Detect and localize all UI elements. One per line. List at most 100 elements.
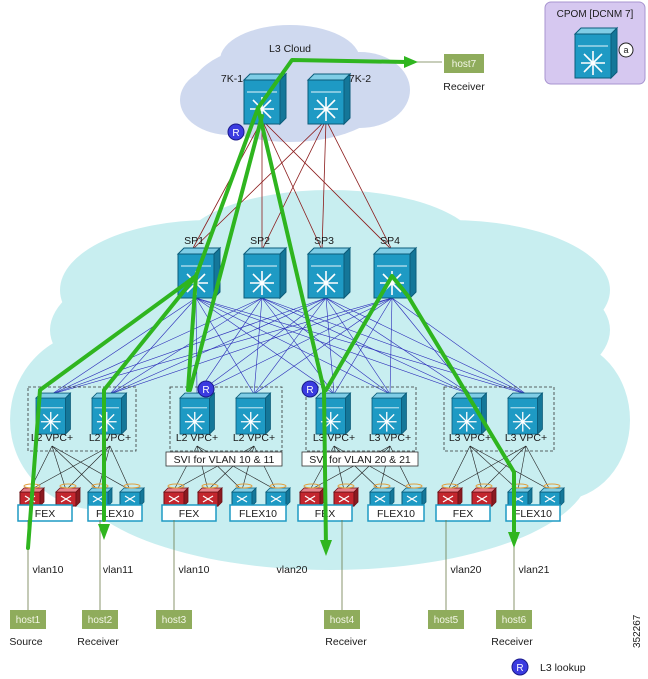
spine-label: SP1 [184,235,204,247]
flex10-module[interactable]: FLEX10 [87,504,143,522]
r-badge-icon [511,658,529,676]
leaf-fex-link [481,445,527,491]
leaf-switch-7[interactable]: L3 VPC+ [449,392,491,444]
svg-text:SVI for VLAN 20 & 21: SVI for VLAN 20 & 21 [309,454,411,466]
l3-lookup-badge-l3leaf: R [301,380,319,398]
leaf-fex-link [469,445,483,491]
svg-text:host5: host5 [434,615,459,626]
legend-label: L3 lookup [540,662,586,674]
core-switch-7k2[interactable]: 7K-2 [307,73,371,125]
leaf-label: L2 VPC+ [31,432,73,444]
vlan-label: vlan20 [277,564,308,576]
leaf-switch-2[interactable]: L2 VPC+ [89,392,131,444]
leaf-switch-icon [371,392,408,435]
host-role: Receiver [325,636,367,648]
leaf-fex-link [469,445,519,491]
fex-label: FLEX10 [514,508,552,520]
svi-box-vlan10-11: SVI for VLAN 10 & 11 [165,451,283,467]
svg-text:R: R [306,385,313,396]
leaf-switch-icon [91,392,128,435]
leaf-fex-link [51,445,67,491]
mesh-link [389,297,393,395]
vlan-label: vlan10 [33,564,64,576]
l3-cloud: L3 Cloud [180,25,410,142]
svg-text:host2: host2 [88,615,113,626]
mesh-link [195,297,255,395]
leaf-fex-link [29,445,111,491]
host-3[interactable]: host3 [156,610,192,629]
leaf-fex-link [447,445,471,491]
flex10-module[interactable]: FLEX10 [367,504,425,522]
leaf-switch-1[interactable]: L2 VPC+ [31,392,73,444]
mesh-link [109,297,197,395]
host-role: Receiver [491,636,533,648]
fex-module[interactable]: FEX [435,504,491,522]
cloud-label: L3 Cloud [269,43,311,55]
leaf-switch-8[interactable]: L3 VPC+ [505,392,547,444]
svg-text:host3: host3 [162,615,187,626]
mesh-link [253,297,263,395]
spine-switch-icon [243,247,287,299]
multicast-path [26,58,516,550]
svg-text:SVI for VLAN 10 & 11: SVI for VLAN 10 & 11 [174,454,275,466]
flex10-module[interactable]: FLEX10 [229,504,287,522]
fex-label: FLEX10 [96,508,134,520]
leaf-fex-link [51,445,99,491]
mesh-link [51,297,197,395]
leaf-switch-5[interactable]: L3 VPC+ [313,392,355,444]
l3-lookup-badge-leaf: R [197,380,215,398]
fex-module[interactable]: FEX [161,504,217,522]
mesh-link [195,297,391,395]
leaf-fex-link [517,445,527,491]
mesh-link [109,297,393,395]
spine-sp4[interactable]: SP4 [373,235,417,299]
leaf-switch-icon [315,392,352,435]
core-switch-7k1[interactable]: 7K-1 [221,73,287,125]
fex-label: FLEX10 [377,508,415,520]
leaf-label: L2 VPC+ [233,432,275,444]
spine-label: SP2 [250,235,270,247]
leaf-fex-link [525,445,551,491]
leaf-pair-boxes [27,386,555,452]
svg-text:host6: host6 [502,615,527,626]
leaf-switch-4[interactable]: L2 VPC+ [233,392,275,444]
host-role: Receiver [77,636,119,648]
leaf-label: L2 VPC+ [176,432,218,444]
leaf-label: L3 VPC+ [313,432,355,444]
cpom-badge-icon [618,42,634,58]
fex-module[interactable]: FEX [17,504,73,522]
mesh-link [51,297,263,395]
cpom-label: CPOM [DCNM 7] [557,9,634,20]
fex-label: FEX [179,508,199,520]
leaf-switch-icon [235,392,272,435]
spine-switch-icon [307,247,351,299]
cpom-switch-icon [574,27,618,79]
mesh-link [333,297,393,395]
spine-sp3[interactable]: SP3 [307,235,351,299]
spine-sp1[interactable]: SP1 [177,235,221,299]
mesh-link [195,297,198,395]
leaf-fex-link [109,445,131,491]
vlan-label: vlan10 [179,564,210,576]
spine-sp2[interactable]: SP2 [243,235,287,299]
svi-box-vlan20-21: SVI for VLAN 20 & 21 [301,451,419,467]
host-5[interactable]: host5 [428,610,464,629]
leaf-switch-6[interactable]: L3 VPC+ [369,392,411,444]
svg-text:host7: host7 [452,59,477,70]
flex10-module[interactable]: FLEX10 [505,504,561,522]
svg-text:R: R [202,385,209,396]
leaf-switch-3[interactable]: L2 VPC+ [176,392,218,444]
fex-label: FLEX10 [239,508,277,520]
mesh-link [253,297,327,395]
svg-text:R: R [232,128,239,139]
fex-label: FEX [35,508,55,520]
core-label: 7K-2 [349,73,371,85]
mesh-link [109,297,327,395]
mesh-link [261,297,391,395]
